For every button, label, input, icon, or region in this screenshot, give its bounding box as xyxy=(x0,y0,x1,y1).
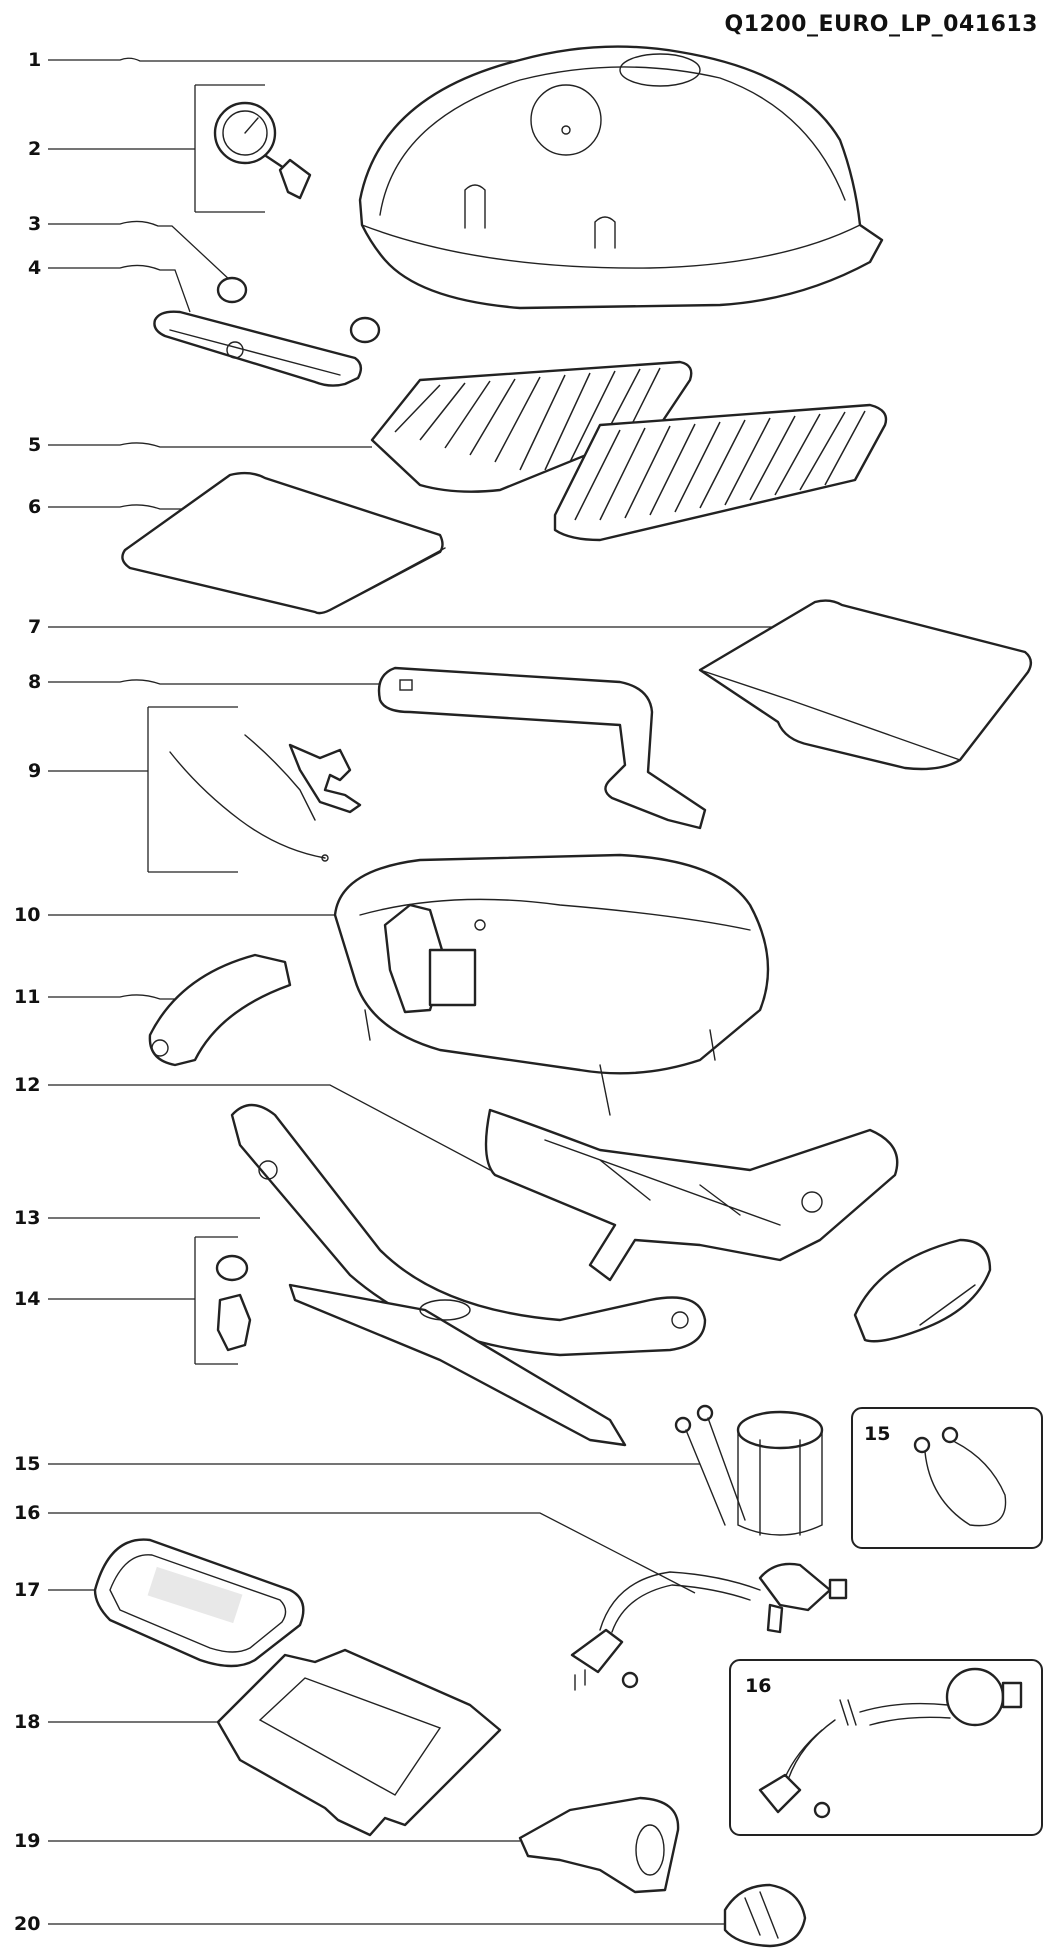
part-1-lid xyxy=(358,45,884,310)
callout-20: 20 xyxy=(14,1913,40,1935)
callout-19: 19 xyxy=(14,1830,40,1852)
part-3-handle-cap xyxy=(216,276,381,344)
callout-18: 18 xyxy=(14,1711,40,1733)
leader-lines xyxy=(48,57,800,1925)
part-16-regulator-hose xyxy=(570,1562,848,1691)
part-13-frame-left xyxy=(230,1103,707,1447)
callout-12: 12 xyxy=(14,1074,40,1096)
inset-16: 16 xyxy=(729,1659,1043,1836)
callout-16: 16 xyxy=(14,1502,40,1524)
callout-6: 6 xyxy=(28,496,41,518)
callout-numbers: 1 2 3 4 5 6 7 8 9 10 11 12 13 14 15 16 1… xyxy=(14,49,41,1935)
inset-15-label: 15 xyxy=(864,1423,890,1445)
part-14-control-knob-bracket xyxy=(215,1254,252,1352)
callout-9: 9 xyxy=(28,760,41,782)
callout-7: 7 xyxy=(28,616,41,638)
callout-10: 10 xyxy=(14,904,40,926)
part-18-catch-pan xyxy=(216,1648,502,1837)
callout-14: 14 xyxy=(14,1288,40,1310)
inset-15: 15 xyxy=(851,1407,1043,1549)
part-19-heat-deflector xyxy=(518,1796,680,1894)
part-17-drip-tray-liner xyxy=(93,1538,305,1668)
callout-8: 8 xyxy=(28,671,41,693)
part-12-frame-right xyxy=(484,1108,899,1282)
part-15-cylinder-holder xyxy=(674,1404,824,1536)
part-5-cooking-grates xyxy=(370,360,888,542)
part-11-left-handle xyxy=(148,953,292,1067)
inset-16-label: 16 xyxy=(745,1675,771,1697)
callout-17: 17 xyxy=(14,1579,40,1601)
callout-13: 13 xyxy=(14,1207,40,1229)
part-20-control-knob xyxy=(723,1883,807,1948)
callout-1: 1 xyxy=(28,49,41,71)
callout-3: 3 xyxy=(28,213,41,235)
part-12-right-handle xyxy=(853,1238,992,1343)
part-9-igniter-wires xyxy=(169,734,362,862)
part-2-thermometer xyxy=(213,101,312,200)
part-10-cook-box xyxy=(333,853,770,1116)
part-6-side-table-left xyxy=(121,471,446,615)
callout-4: 4 xyxy=(28,257,41,279)
part-4-lid-handle xyxy=(153,310,363,387)
callout-11: 11 xyxy=(14,986,40,1008)
callout-2: 2 xyxy=(28,138,41,160)
part-7-side-table-right xyxy=(698,599,1033,771)
callout-5: 5 xyxy=(28,434,41,456)
part-8-burner-tube xyxy=(377,666,707,830)
callout-15: 15 xyxy=(14,1453,40,1475)
model-code: Q1200_EURO_LP_041613 xyxy=(724,12,1038,37)
